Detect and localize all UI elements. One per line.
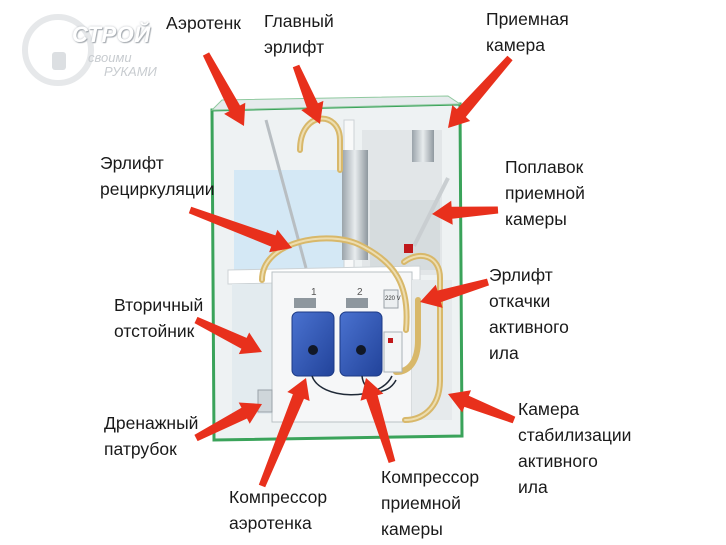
arrow-receiving-compressor <box>360 378 396 463</box>
label-aerotank: Аэротенк <box>166 13 241 33</box>
logo-line1: своими <box>88 50 132 65</box>
arrow-float <box>432 200 499 225</box>
logo-line2: РУКАМИ <box>104 64 157 79</box>
arrow-aerotank <box>202 52 246 126</box>
compressor-2 <box>339 311 383 377</box>
arrow-stabilization-chamber <box>448 390 516 424</box>
label-receiving-compressor: Компрессор приемной камеры <box>381 467 480 539</box>
drain-pipe-shape <box>257 389 273 413</box>
label-aerotank-compressor: Компрессор аэротенка <box>229 487 328 533</box>
label-float: Поплавок приемной камеры <box>505 157 585 229</box>
compressor-number-2: 2 <box>357 287 363 298</box>
arrow-aerotank-compressor <box>258 378 310 488</box>
power-socket <box>383 289 399 309</box>
compressor-1 <box>291 311 335 377</box>
label-drain-pipe: Дренажный патрубок <box>104 413 199 459</box>
arrow-drain-pipe <box>194 402 262 442</box>
logo-brand: СТРОЙ <box>72 22 151 47</box>
voltage-label: 220 V <box>385 296 401 302</box>
label-receiving-chamber: Приемная камера <box>486 9 569 55</box>
label-sludge-airlift: Эрлифт откачки активного ила <box>489 265 569 363</box>
label-main-airlift: Главный эрлифт <box>264 11 334 57</box>
float-indicator <box>404 244 413 253</box>
arrow-receiving-chamber <box>448 55 513 129</box>
label-secondary-settler: Вторичный отстойник <box>114 295 204 341</box>
label-stabilization-chamber: Камера стабилизации активного ила <box>518 399 632 497</box>
compressor-number-1: 1 <box>311 287 317 298</box>
arrows <box>188 52 516 488</box>
receiving-pipe <box>412 130 434 162</box>
thumb-up-icon <box>52 52 66 70</box>
arrow-recirculation-airlift <box>188 206 292 253</box>
arrow-secondary-settler <box>194 316 262 355</box>
arrow-sludge-airlift <box>420 278 489 308</box>
label-recirculation-airlift: Эрлифт рециркуляции <box>100 153 215 199</box>
float-rod <box>412 177 450 247</box>
logo-ring-icon <box>22 14 94 86</box>
arrow-main-airlift <box>292 64 324 124</box>
